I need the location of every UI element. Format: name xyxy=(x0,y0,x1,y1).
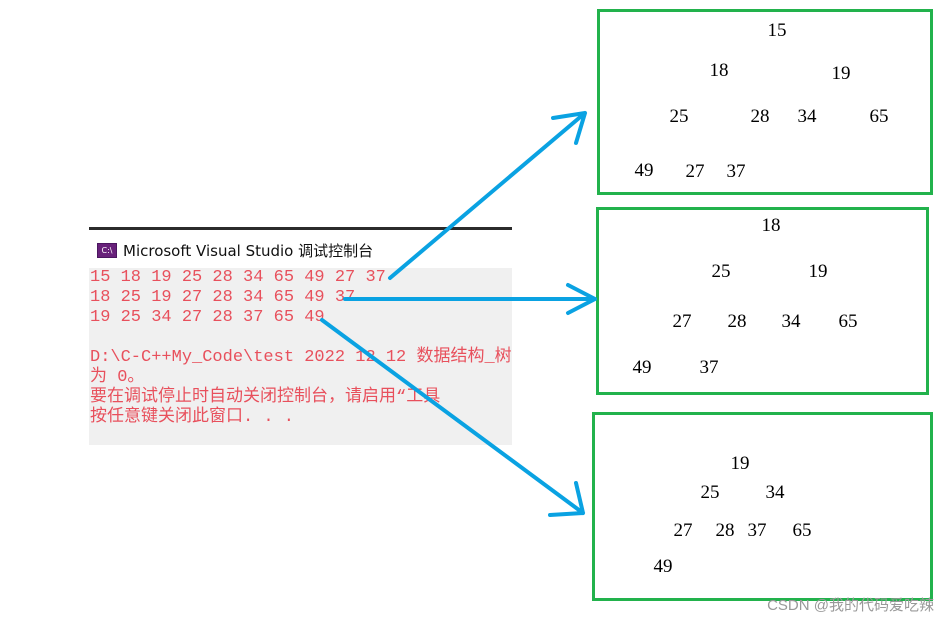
tree-node: 25 xyxy=(700,482,720,503)
tree-node: 19 xyxy=(730,453,750,474)
tree-node: 37 xyxy=(747,520,767,541)
console-line: 要在调试停止时自动关闭控制台，请启用“工具 xyxy=(90,388,441,407)
tree-node: 28 xyxy=(727,311,747,332)
window-top-border xyxy=(89,227,512,230)
arrow-1 xyxy=(388,111,587,280)
tree-box-3 xyxy=(592,412,933,601)
tree-node: 19 xyxy=(831,63,851,84)
tree-node: 37 xyxy=(726,161,746,182)
tree-node: 27 xyxy=(673,520,693,541)
tree-node: 37 xyxy=(699,357,719,378)
console-line: 为 0。 xyxy=(90,368,145,387)
tree-node: 49 xyxy=(632,357,652,378)
tree-node: 65 xyxy=(838,311,858,332)
tree-node: 49 xyxy=(634,160,654,181)
watermark: CSDN @我的代码爱吃辣 xyxy=(767,597,934,614)
tree-node: 25 xyxy=(711,261,731,282)
tree-box-1 xyxy=(597,9,933,195)
arrow-2 xyxy=(343,283,597,315)
vs-console-icon: C:\ xyxy=(97,243,117,258)
tree-node: 34 xyxy=(781,311,801,332)
tree-node: 65 xyxy=(869,106,889,127)
tree-node: 28 xyxy=(750,106,770,127)
console-line: 按任意键关闭此窗口. . . xyxy=(90,408,295,427)
tree-node: 18 xyxy=(709,60,729,81)
tree-node: 49 xyxy=(653,556,673,577)
tree-node: 27 xyxy=(685,161,705,182)
console-line: D:\C-C++My_Code\test 2022 12 12 数据结构_树 xyxy=(90,348,512,367)
console-line: 19 25 34 27 28 37 65 49 xyxy=(90,308,325,327)
console-line: 15 18 19 25 28 34 65 49 27 37 xyxy=(90,268,386,287)
tree-node: 28 xyxy=(715,520,735,541)
console-title-bar: C:\ Microsoft Visual Studio 调试控制台 xyxy=(97,240,373,261)
tree-node: 18 xyxy=(761,215,781,236)
tree-node: 25 xyxy=(669,106,689,127)
window-title: Microsoft Visual Studio 调试控制台 xyxy=(123,242,374,260)
tree-node: 34 xyxy=(765,482,785,503)
arrow-3 xyxy=(320,318,585,517)
console-output: 15 18 19 25 28 34 65 49 27 37 18 25 19 2… xyxy=(89,268,512,445)
tree-node: 27 xyxy=(672,311,692,332)
tree-box-2 xyxy=(596,207,929,395)
tree-node: 34 xyxy=(797,106,817,127)
console-line: 18 25 19 27 28 34 65 49 37 xyxy=(90,288,356,307)
tree-node: 65 xyxy=(792,520,812,541)
tree-node: 15 xyxy=(767,20,787,41)
tree-node: 19 xyxy=(808,261,828,282)
